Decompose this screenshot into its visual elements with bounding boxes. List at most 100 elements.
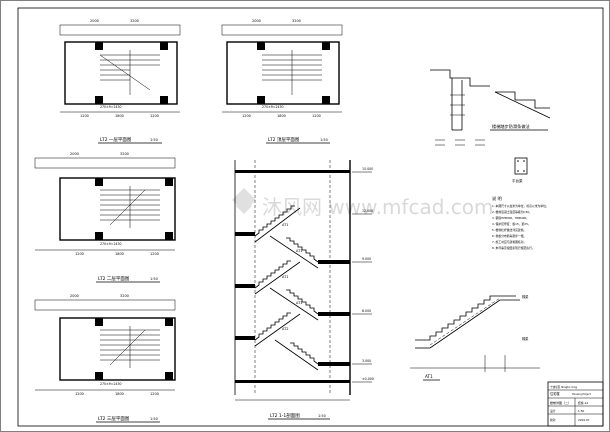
plan-4-dim-bottom-a: 1200 bbox=[75, 392, 84, 396]
title-drawing-no: 结施-12 bbox=[578, 401, 588, 405]
note-line: 5. 楼梯栏杆做法详见建施。 bbox=[492, 228, 526, 232]
plan-1: 2000 3200 1200 1800 1200 270×9=2430 LT2 … bbox=[59, 19, 181, 144]
column bbox=[95, 42, 103, 50]
dim-chain-top bbox=[34, 157, 176, 169]
plan-3-dim-top-b: 3200 bbox=[120, 152, 129, 156]
level-mark: 15.000 bbox=[362, 167, 373, 171]
column bbox=[95, 318, 103, 326]
plan-1-walls bbox=[64, 41, 178, 105]
note-line: 1. 本图尺寸以毫米为单位，标高以米为单位。 bbox=[492, 204, 549, 208]
note-line: 2. 楼梯混凝土强度等级为C30。 bbox=[492, 210, 532, 214]
plan-1-dim-top-a: 2000 bbox=[90, 19, 99, 23]
column bbox=[95, 178, 103, 186]
plan-1-dim-top-b: 3200 bbox=[130, 19, 139, 23]
column bbox=[165, 318, 173, 326]
title-block: 宁波星辰 Ningbo Xing 住宅楼 Housing Project 楼梯详… bbox=[547, 381, 604, 427]
title-designer: 设计 bbox=[550, 409, 556, 413]
level-mark: 9.000 bbox=[362, 257, 371, 261]
level-mark: 12.000 bbox=[362, 209, 373, 213]
plan-3: 2000 3200 1200 1800 1200 270×9=2430 LT2 … bbox=[34, 152, 176, 283]
plan-3-scale: 1:50 bbox=[150, 277, 158, 281]
inner-border bbox=[17, 7, 604, 427]
title-checker: 校对 bbox=[550, 418, 556, 422]
plan-1-step-note: 270×9=2430 bbox=[100, 105, 122, 109]
note-line: 3. 钢筋HPB300，HRB400。 bbox=[492, 216, 529, 220]
note-line: 7. 施工时应与建筑图核对。 bbox=[492, 240, 526, 244]
plan-2-walls bbox=[226, 41, 340, 105]
plan-3-dim-bottom-b: 1800 bbox=[115, 252, 124, 256]
column bbox=[165, 178, 173, 186]
section-grid-lines bbox=[254, 160, 331, 395]
detail-b-title: 平台梁 bbox=[512, 178, 523, 183]
note-line: 4. 保护层厚度：板15，梁25。 bbox=[492, 222, 531, 226]
column bbox=[160, 42, 168, 50]
plan-4-scale: 1:50 bbox=[150, 417, 158, 421]
column bbox=[257, 42, 265, 50]
plan-2-title: LT2 顶层平面图 bbox=[268, 137, 300, 143]
plan-3-dim-bottom-c: 1200 bbox=[150, 252, 159, 256]
plan-1-scale: 1:50 bbox=[150, 138, 158, 142]
plan-1-dim-bottom-a: 1200 bbox=[80, 114, 89, 118]
plan-2-dim-top-a: 2000 bbox=[252, 19, 261, 23]
plan-2-treads bbox=[262, 50, 322, 95]
watermark: 沐风网 www.mfcad.com bbox=[232, 188, 494, 219]
plan-2-dim-bottom-b: 1800 bbox=[277, 114, 286, 118]
plan-4-dim-bottom-c: 1200 bbox=[150, 392, 159, 396]
flight-tag: AT1 bbox=[296, 301, 303, 305]
column bbox=[95, 372, 103, 380]
detail-a-title: 楼梯踏步防滑条做法 bbox=[492, 123, 530, 130]
flight-tag: AT1 bbox=[282, 275, 289, 279]
watermark-text: 沐风网 www.mfcad.com bbox=[262, 195, 494, 219]
plan-3-step-note: 270×9=2430 bbox=[100, 242, 122, 246]
plan-3-walls bbox=[59, 177, 176, 241]
stair-tag: 梯梁 bbox=[522, 294, 529, 299]
title-company: 宁波星辰 Ningbo Xing bbox=[550, 385, 577, 389]
column bbox=[257, 96, 265, 104]
title-date: 2016.07 bbox=[578, 418, 590, 422]
floor-slabs bbox=[235, 170, 350, 383]
plan-4-title: LT2 三层平面图 bbox=[98, 416, 130, 422]
plan-2-step-note: 270×9=2430 bbox=[262, 105, 284, 109]
plan-2-dim-bottom-c: 1200 bbox=[312, 114, 321, 118]
section-title: LT2 1-1剖面图 bbox=[270, 412, 300, 419]
section-scale: 1:50 bbox=[318, 414, 326, 418]
stair-tag: 梯梁 bbox=[522, 336, 529, 341]
level-mark: 6.000 bbox=[362, 309, 371, 313]
plan-4-dim-top-a: 2000 bbox=[70, 294, 79, 298]
section-levels: 15.000 12.000 9.000 6.000 3.000 ±0.000 bbox=[352, 167, 374, 383]
note-line: 8. 未尽事宜按国家现行规范执行。 bbox=[492, 246, 535, 250]
column bbox=[165, 372, 173, 380]
stair-label: AT1 bbox=[425, 374, 433, 379]
section-1-1: AT1 AT1 AT1 AT1 AT2 15.000 12.000 9.000 … bbox=[234, 160, 374, 420]
level-mark: ±0.000 bbox=[362, 377, 374, 381]
notes-block: 说 明 1. 本图尺寸以毫米为单位，标高以米为单位。 2. 楼梯混凝土强度等级为… bbox=[492, 195, 549, 250]
note-line: 6. 梯板分布筋每踏步一根。 bbox=[492, 234, 526, 238]
detail-stair-elevation: 梯梁 梯梁 AT1 bbox=[410, 294, 540, 381]
dim-chain-top bbox=[221, 24, 343, 36]
column bbox=[95, 232, 103, 240]
column bbox=[95, 96, 103, 104]
title-scale: 1:50 bbox=[578, 409, 585, 413]
column bbox=[165, 232, 173, 240]
plan-3-dim-bottom-a: 1200 bbox=[75, 252, 84, 256]
flight-tag: AT1 bbox=[282, 223, 289, 227]
column bbox=[322, 96, 330, 104]
title-project: 住宅楼 bbox=[550, 391, 560, 396]
detail-nosing: 楼梯踏步防滑条做法 bbox=[430, 69, 551, 131]
plan-2-dim-bottom-a: 1200 bbox=[242, 114, 251, 118]
plan-1-dim-bottom-c: 1200 bbox=[150, 114, 159, 118]
detail-beam: 平台梁 bbox=[435, 139, 528, 183]
plan-2: 2000 3200 1200 1800 1200 270×9=2430 LT2 … bbox=[221, 19, 343, 144]
plan-2-dim-top-b: 3200 bbox=[292, 19, 301, 23]
notes-title: 说 明 bbox=[492, 195, 502, 202]
plan-3-treads bbox=[100, 186, 160, 228]
plan-1-dim-bottom-b: 1800 bbox=[115, 114, 124, 118]
plan-1-treads bbox=[99, 50, 160, 95]
plan-1-title: LT2 一层平面图 bbox=[100, 137, 132, 143]
plan-3-dim-top-a: 2000 bbox=[70, 152, 79, 156]
plan-4: 2000 3200 1200 1800 1200 270×9=2430 LT2 … bbox=[34, 294, 176, 423]
column bbox=[322, 42, 330, 50]
plan-4-step-note: 270×9=2430 bbox=[100, 382, 122, 386]
level-mark: 3.000 bbox=[362, 359, 371, 363]
